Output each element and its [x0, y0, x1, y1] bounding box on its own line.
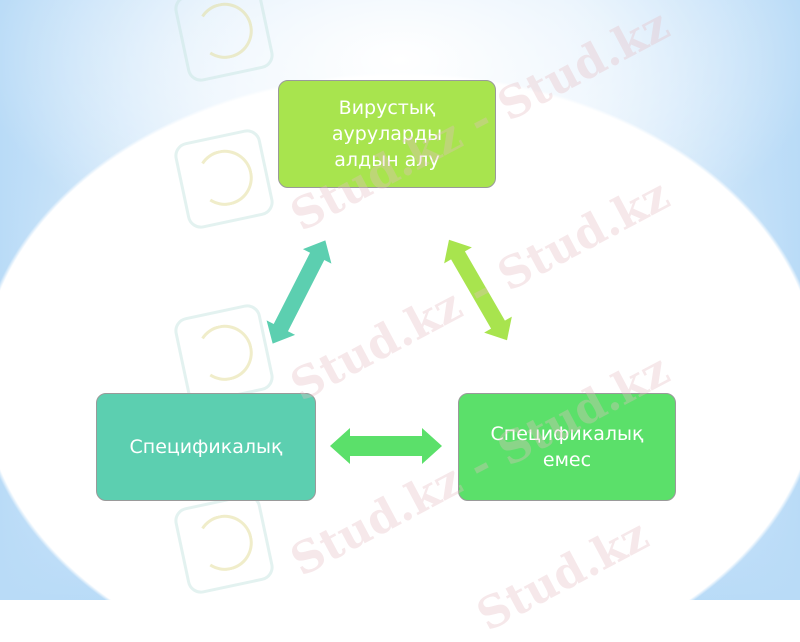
connector-arrows: [266, 239, 512, 464]
node-label: Вирустық ауруларды алдын алу: [331, 97, 443, 171]
node-label: Спецификалық: [129, 436, 283, 458]
node-nonspecific: Спецификалық емес: [458, 393, 676, 501]
arrow-top-right: [444, 239, 512, 341]
node-label: Спецификалық емес: [490, 423, 644, 471]
arrow-left-top: [266, 240, 332, 344]
node-specific: Спецификалық: [96, 393, 316, 501]
arrow-left-right: [330, 428, 442, 464]
node-virus-prevention: Вирустық ауруларды алдын алу: [278, 80, 496, 188]
